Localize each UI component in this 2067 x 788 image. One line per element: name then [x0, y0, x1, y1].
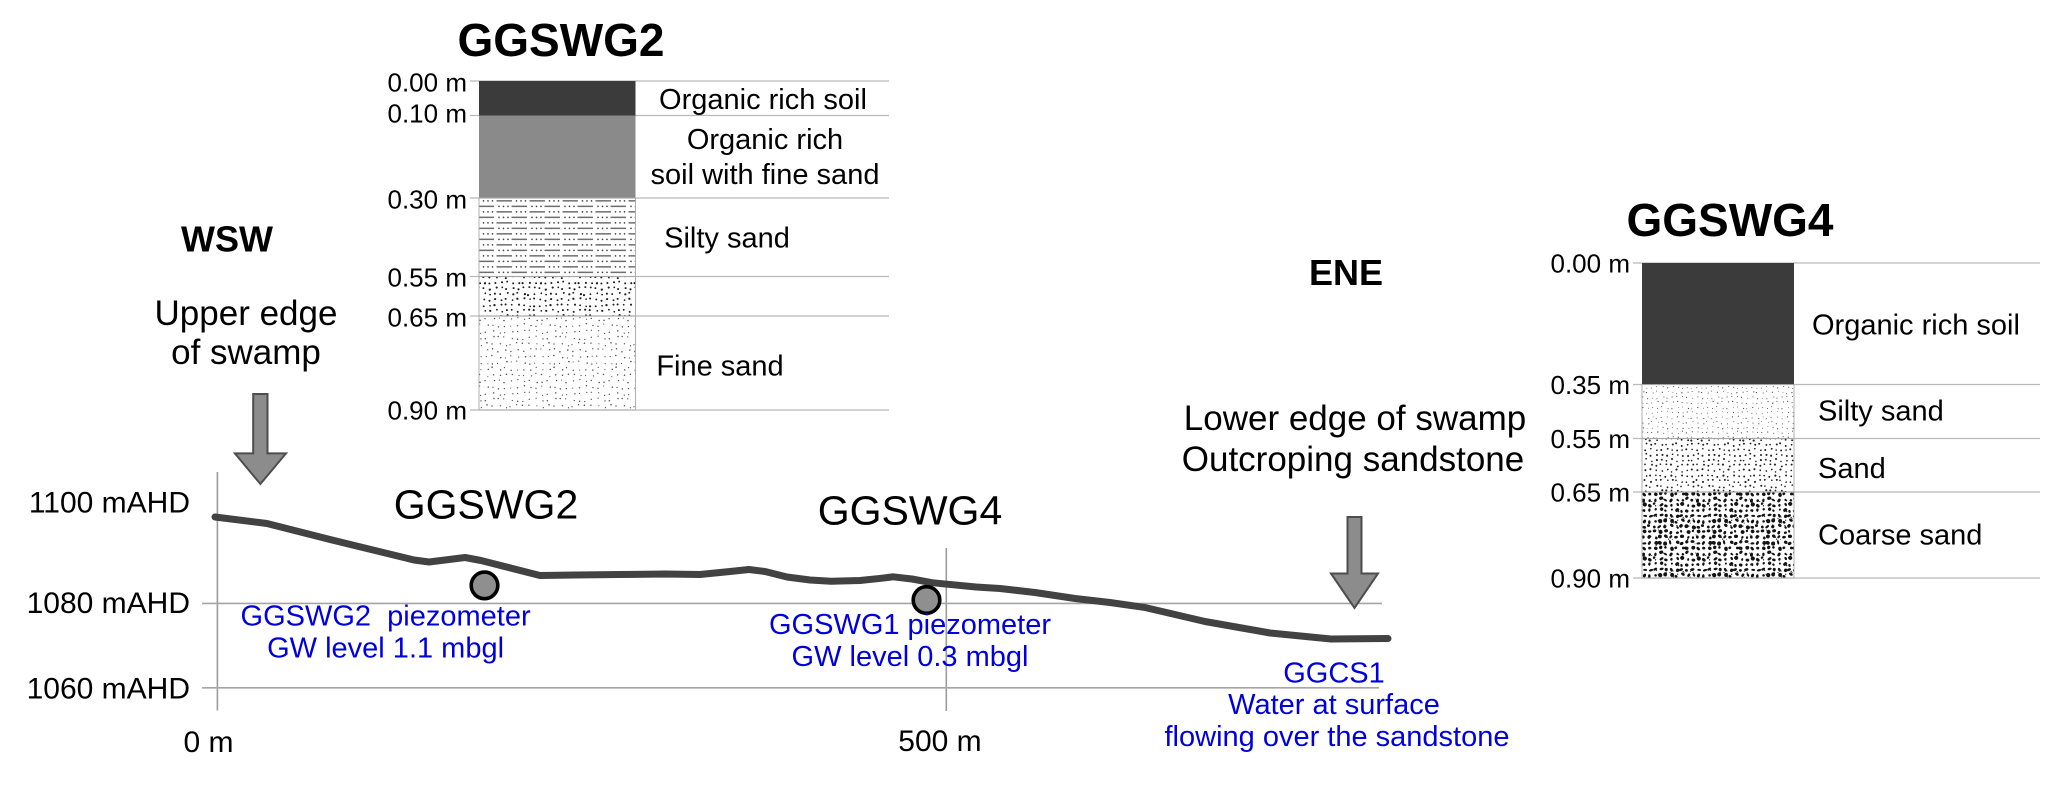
- svg-text:GGSWG4: GGSWG4: [1626, 194, 1833, 246]
- svg-text:0.90 m: 0.90 m: [1551, 563, 1631, 593]
- svg-text:Water at surface: Water at surface: [1228, 689, 1440, 721]
- svg-text:Silty sand: Silty sand: [664, 223, 790, 255]
- svg-text:Outcroping sandstone: Outcroping sandstone: [1182, 440, 1524, 479]
- svg-text:Coarse sand: Coarse sand: [1818, 520, 1982, 552]
- svg-text:0.55 m: 0.55 m: [1551, 424, 1631, 454]
- svg-text:0.00 m: 0.00 m: [388, 67, 468, 97]
- svg-text:Sand: Sand: [1818, 453, 1886, 485]
- svg-text:GGCS1: GGCS1: [1283, 658, 1385, 690]
- svg-text:WSW: WSW: [181, 219, 273, 260]
- svg-text:GW level 1.1 mbgl: GW level 1.1 mbgl: [267, 633, 504, 665]
- svg-text:flowing over the sandstone: flowing over the sandstone: [1165, 721, 1510, 753]
- svg-text:Lower edge of swamp: Lower edge of swamp: [1184, 399, 1526, 438]
- svg-text:1060 mAHD: 1060 mAHD: [27, 673, 190, 706]
- svg-text:0.30 m: 0.30 m: [388, 185, 468, 215]
- svg-text:Silty sand: Silty sand: [1818, 396, 1944, 428]
- svg-text:ENE: ENE: [1309, 252, 1383, 293]
- svg-text:GGSWG2: GGSWG2: [457, 14, 664, 66]
- svg-text:0.55 m: 0.55 m: [388, 262, 468, 292]
- svg-text:0.00 m: 0.00 m: [1551, 248, 1631, 278]
- svg-text:soil with fine sand: soil with fine sand: [651, 159, 880, 191]
- svg-text:of swamp: of swamp: [171, 333, 321, 372]
- svg-text:GGSWG2: GGSWG2: [394, 482, 579, 528]
- svg-text:Organic rich: Organic rich: [687, 124, 843, 156]
- svg-text:Organic rich soil: Organic rich soil: [659, 84, 867, 116]
- svg-text:Organic rich soil: Organic rich soil: [1812, 310, 2020, 342]
- svg-text:500 m: 500 m: [898, 725, 981, 758]
- svg-text:GW level 0.3 mbgl: GW level 0.3 mbgl: [792, 641, 1029, 673]
- svg-text:0.90 m: 0.90 m: [388, 395, 468, 425]
- svg-text:Upper edge: Upper edge: [155, 294, 338, 333]
- svg-text:Fine sand: Fine sand: [656, 351, 783, 383]
- svg-text:GGSWG2 piezometer: GGSWG2 piezometer: [241, 601, 531, 633]
- svg-text:1080 mAHD: 1080 mAHD: [27, 587, 190, 620]
- svg-text:1100 mAHD: 1100 mAHD: [29, 487, 190, 520]
- svg-text:0.65 m: 0.65 m: [1551, 477, 1631, 507]
- svg-text:0 m: 0 m: [183, 726, 233, 759]
- svg-text:0.65 m: 0.65 m: [388, 302, 468, 332]
- svg-text:GGSWG4: GGSWG4: [818, 488, 1003, 534]
- svg-text:GGSWG1 piezometer: GGSWG1 piezometer: [769, 609, 1051, 641]
- svg-text:0.35 m: 0.35 m: [1551, 370, 1631, 400]
- svg-text:0.10 m: 0.10 m: [388, 98, 468, 128]
